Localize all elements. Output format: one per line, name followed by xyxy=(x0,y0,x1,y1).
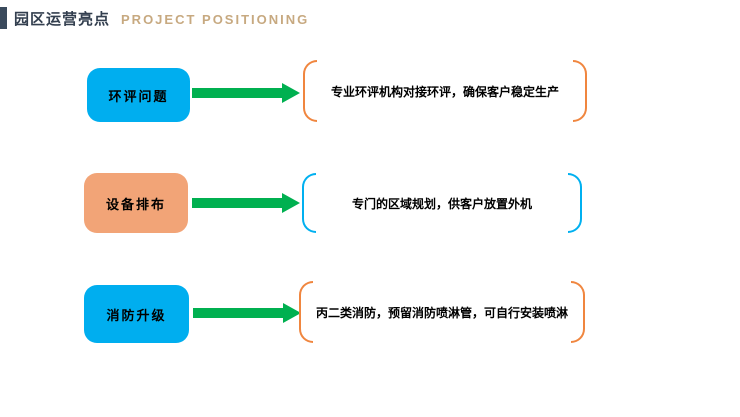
bracket-right-icon xyxy=(568,173,582,233)
topic-box-equipment: 设备排布 xyxy=(84,173,188,233)
flow-row-fire-safety: 消防升级 丙二类消防，预留消防喷淋管，可自行安装喷淋 xyxy=(0,281,740,343)
description-text: 专业环评机构对接环评，确保客户稳定生产 xyxy=(330,84,559,99)
topic-box-fire-safety: 消防升级 xyxy=(84,285,189,343)
description-bracket: 专门的区域规划，供客户放置外机 xyxy=(302,173,582,233)
description-bracket: 丙二类消防，预留消防喷淋管，可自行安装喷淋 xyxy=(299,281,585,343)
arrow-right-icon xyxy=(193,303,301,323)
arrow-shaft xyxy=(192,198,283,208)
arrow-right-icon xyxy=(192,83,300,103)
description-bracket: 专业环评机构对接环评，确保客户稳定生产 xyxy=(303,60,587,122)
title-accent-bar xyxy=(0,7,7,29)
arrow-shaft xyxy=(192,88,283,98)
topic-label: 设备排布 xyxy=(105,196,166,212)
topic-label: 消防升级 xyxy=(106,307,167,323)
arrow-shaft xyxy=(193,308,284,318)
bracket-right-icon xyxy=(571,281,585,343)
page-subtitle: PROJECT POSITIONING xyxy=(121,12,310,27)
flow-row-environmental: 环评问题 专业环评机构对接环评，确保客户稳定生产 xyxy=(0,60,740,124)
description-text: 丙二类消防，预留消防喷淋管，可自行安装喷淋 xyxy=(315,305,568,320)
topic-label: 环评问题 xyxy=(108,88,169,104)
bracket-right-icon xyxy=(573,60,587,122)
arrow-head xyxy=(282,193,300,213)
page-title: 园区运营亮点 xyxy=(14,11,111,28)
bracket-left-icon xyxy=(299,281,313,343)
arrow-right-icon xyxy=(192,193,300,213)
bracket-left-icon xyxy=(302,173,316,233)
slide-header: 园区运营亮点 PROJECT POSITIONING xyxy=(14,8,309,29)
flow-row-equipment: 设备排布 专门的区域规划，供客户放置外机 xyxy=(0,173,740,233)
arrow-head xyxy=(282,83,300,103)
description-text: 专门的区域规划，供客户放置外机 xyxy=(351,196,532,211)
topic-box-environmental: 环评问题 xyxy=(87,68,190,122)
bracket-left-icon xyxy=(303,60,317,122)
